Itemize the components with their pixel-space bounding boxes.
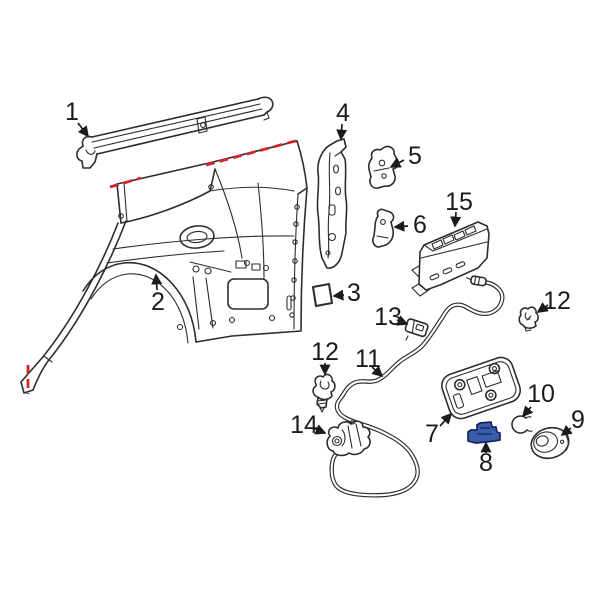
part-pad[interactable]	[311, 282, 334, 308]
part-fuel-door-clip-highlighted[interactable]	[467, 421, 501, 444]
part-fuel-filler-door[interactable]	[439, 354, 524, 422]
callout-14[interactable]: 14	[290, 411, 318, 439]
callout-2[interactable]: 2	[151, 288, 165, 316]
part-quarter-panel[interactable]	[20, 140, 308, 394]
part-clip-right[interactable]	[518, 306, 539, 332]
part-upper-bracket[interactable]	[367, 145, 400, 189]
callout-5[interactable]: 5	[408, 142, 422, 170]
part-vent-louver[interactable]	[411, 221, 490, 297]
part-pillar-reinforcement[interactable]	[316, 138, 348, 269]
callout-10[interactable]: 10	[527, 380, 555, 408]
callout-12-right[interactable]: 12	[543, 287, 571, 315]
callout-labels: 1 2 3 4 5 6 7 8 9 10 11 12 12 13 14 15	[65, 98, 585, 477]
callout-11[interactable]: 11	[355, 345, 381, 373]
part-lower-bracket[interactable]	[372, 208, 395, 248]
callout-1[interactable]: 1	[65, 98, 79, 126]
part-spring-ring[interactable]	[511, 415, 533, 434]
part-lock-actuator[interactable]	[326, 419, 371, 457]
callout-13[interactable]: 13	[374, 303, 402, 331]
cable-end-fitting	[465, 275, 487, 287]
part-grommet-cushion[interactable]	[528, 424, 572, 463]
cut-lines	[26, 138, 300, 394]
part-clip-left[interactable]	[312, 373, 336, 413]
callout-15[interactable]: 15	[445, 188, 473, 216]
callout-7[interactable]: 7	[425, 420, 439, 448]
part-roof-side-rail[interactable]	[76, 96, 274, 169]
callout-8[interactable]: 8	[479, 449, 493, 477]
leader-arrows	[77, 122, 573, 453]
callout-4[interactable]: 4	[336, 99, 350, 127]
callout-9[interactable]: 9	[571, 406, 585, 434]
part-cable-clamp[interactable]	[404, 318, 429, 341]
callout-6[interactable]: 6	[413, 211, 427, 239]
callout-3[interactable]: 3	[347, 279, 361, 307]
callout-12-left[interactable]: 12	[311, 338, 339, 366]
